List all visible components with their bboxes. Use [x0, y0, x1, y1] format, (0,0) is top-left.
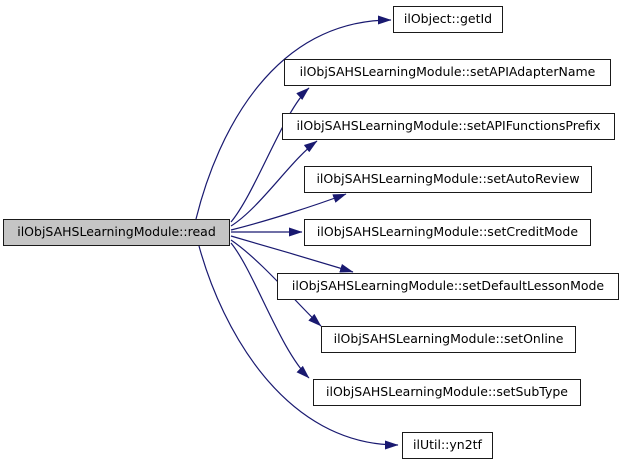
graph-node-label: ilObjSAHSLearningModule::setSubType: [326, 384, 568, 400]
graph-node-label: ilUtil::yn2tf: [413, 437, 482, 453]
edge-read-to-getId: [195, 15, 392, 220]
graph-node-label: ilObject::getId: [403, 11, 493, 27]
graph-node-label: ilObjSAHSLearningModule::read: [17, 224, 216, 240]
graph-node-label: ilObjSAHSLearningModule::setCreditMode: [316, 224, 579, 240]
edge-read-to-setAutoReview: [230, 193, 347, 231]
graph-node-setAPIFunctionsPrefix[interactable]: ilObjSAHSLearningModule::setAPIFunctions…: [282, 113, 615, 140]
graph-node-label: ilObjSAHSLearningModule::setAPIFunctions…: [296, 118, 601, 134]
graph-node-setOnline[interactable]: ilObjSAHSLearningModule::setOnline: [321, 326, 576, 353]
graph-node-label: ilObjSAHSLearningModule::setOnline: [333, 331, 564, 347]
graph-node-label: ilObjSAHSLearningModule::setAutoReview: [316, 171, 580, 187]
graph-node-read[interactable]: ilObjSAHSLearningModule::read: [3, 219, 230, 246]
edge-read-to-setAPIAdapterName: [230, 87, 310, 223]
graph-node-setAutoReview[interactable]: ilObjSAHSLearningModule::setAutoReview: [304, 166, 592, 193]
graph-node-setSubType[interactable]: ilObjSAHSLearningModule::setSubType: [313, 379, 581, 406]
edges-group: [195, 15, 399, 450]
edge-read-to-setAPIFunctionsPrefix: [230, 140, 318, 227]
edge-read-to-yn2tf: [198, 245, 399, 450]
graph-node-setAPIAdapterName[interactable]: ilObjSAHSLearningModule::setAPIAdapterNa…: [284, 59, 611, 86]
graph-node-setCreditMode[interactable]: ilObjSAHSLearningModule::setCreditMode: [304, 219, 591, 246]
graph-node-setDefaultLessonMode[interactable]: ilObjSAHSLearningModule::setDefaultLesso…: [277, 273, 619, 300]
graph-node-yn2tf[interactable]: ilUtil::yn2tf: [402, 432, 493, 459]
edge-read-to-setDefaultLessonMode: [230, 235, 354, 273]
graph-node-label: ilObjSAHSLearningModule::setDefaultLesso…: [291, 278, 605, 294]
graph-node-getId[interactable]: ilObject::getId: [393, 6, 503, 33]
graph-node-label: ilObjSAHSLearningModule::setAPIAdapterNa…: [299, 64, 596, 80]
edge-read-to-setSubType: [230, 242, 310, 379]
